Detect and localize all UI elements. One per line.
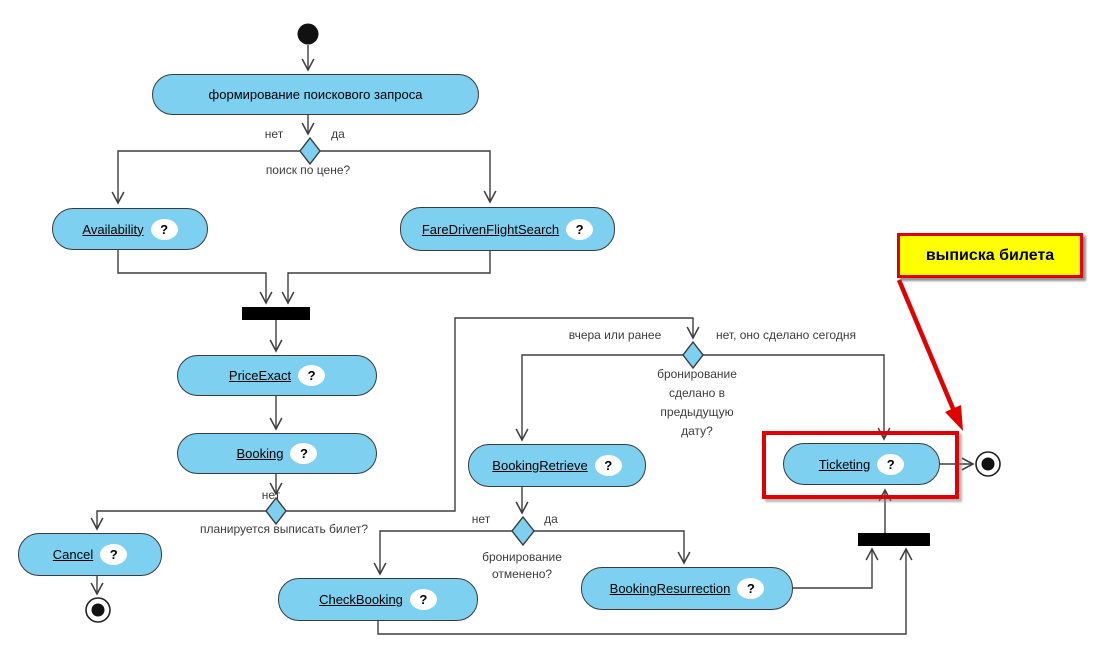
final-node-ticketing[interactable]	[975, 451, 1001, 477]
join-bar-search[interactable]	[242, 307, 310, 320]
decision-booking-date[interactable]	[682, 340, 704, 370]
question-booking-date-line3: предыдущую	[660, 405, 734, 419]
activity-priceexact-link[interactable]: PriceExact	[228, 368, 292, 383]
edge-yes-to-resurrection	[534, 530, 684, 563]
edge-no-to-availability	[118, 150, 300, 203]
edge-resurrection-to-join2	[793, 549, 872, 589]
activity-availability[interactable]: Availability ?	[52, 208, 208, 250]
activity-bookingretrieve-link[interactable]: BookingRetrieve	[492, 458, 588, 473]
activity-priceexact[interactable]: PriceExact ?	[177, 355, 377, 396]
activity-ticketing-link[interactable]: Ticketing	[818, 456, 871, 472]
edge-earlier-to-bookingretrieve	[522, 354, 683, 440]
join-bar-ticketing[interactable]	[858, 533, 930, 546]
start-node[interactable]	[297, 23, 319, 45]
activity-checkbooking[interactable]: CheckBooking ?	[278, 578, 478, 621]
edge-no-to-cancel	[97, 510, 266, 529]
question-booking-date-line2: сделано в	[669, 386, 725, 400]
bookingresurrection-help-badge[interactable]: ?	[737, 578, 765, 599]
activity-form-query[interactable]: формирование поискового запроса	[152, 74, 479, 115]
decision-plan-ticket[interactable]	[265, 496, 287, 526]
question-booking-date-line4: дату?	[681, 424, 713, 438]
priceexact-help-badge[interactable]: ?	[298, 365, 326, 386]
bookingretrieve-help-badge[interactable]: ?	[594, 455, 622, 476]
activity-bookingresurrection-link[interactable]: BookingResurrection	[609, 581, 731, 596]
edge-faredriven-to-join	[288, 250, 491, 303]
guard-made-today: нет, оно сделано сегодня	[716, 328, 856, 342]
activity-booking[interactable]: Booking ?	[177, 433, 377, 474]
annotation-note: выписка билета	[897, 233, 1083, 278]
guard-yes-booking-cancelled: да	[544, 512, 558, 526]
activity-availability-link[interactable]: Availability	[82, 221, 144, 237]
activity-bookingresurrection[interactable]: BookingResurrection ?	[581, 567, 793, 610]
cancel-help-badge[interactable]: ?	[100, 544, 128, 565]
ticketing-help-badge[interactable]: ?	[877, 453, 905, 475]
activity-checkbooking-link[interactable]: CheckBooking	[319, 592, 403, 607]
checkbooking-help-badge[interactable]: ?	[409, 589, 437, 610]
question-booking-date-line1: бронирование	[657, 367, 737, 381]
guard-yesterday-or-earlier: вчера или ранее	[568, 328, 662, 342]
question-plan-ticket: планируется выписать билет?	[199, 522, 369, 536]
activity-bookingretrieve[interactable]: BookingRetrieve ?	[468, 444, 646, 487]
edge-today-to-ticketing	[703, 354, 884, 439]
faredrivenflightsearch-help-badge[interactable]: ?	[566, 218, 594, 240]
availability-help-badge[interactable]: ?	[150, 218, 178, 240]
activity-booking-link[interactable]: Booking	[236, 446, 284, 461]
guard-yes-price-search: да	[331, 127, 345, 141]
edge-yes-to-faredriven	[320, 150, 490, 202]
decision-booking-cancelled[interactable]	[511, 515, 535, 547]
edge-checkbooking-to-join2	[377, 549, 906, 635]
guard-no-plan-ticket: нет	[261, 488, 281, 502]
edge-yes-to-date-decision	[286, 317, 693, 512]
activity-cancel[interactable]: Cancel ?	[18, 533, 162, 576]
booking-help-badge[interactable]: ?	[290, 443, 318, 464]
guard-no-price-search: нет	[264, 127, 284, 141]
guard-no-booking-cancelled: нет	[471, 512, 491, 526]
edge-availability-to-join	[117, 250, 266, 303]
activity-faredrivenflightsearch-link[interactable]: FareDrivenFlightSearch	[421, 221, 560, 237]
final-node-cancel[interactable]	[85, 597, 111, 623]
activity-faredrivenflightsearch[interactable]: FareDrivenFlightSearch ?	[400, 207, 615, 251]
question-booking-cancelled-line2: отменено?	[491, 567, 553, 581]
activity-ticketing[interactable]: Ticketing ?	[783, 443, 940, 485]
question-booking-cancelled: бронирование отменено?	[452, 549, 592, 583]
ticketing-highlight-rectangle	[762, 431, 959, 499]
annotation-arrow	[896, 279, 963, 431]
question-price-search: поиск по цене?	[265, 163, 351, 177]
activity-form-query-label: формирование поискового запроса	[208, 87, 423, 102]
edge-no-to-checkbooking	[380, 530, 512, 574]
decision-price-search[interactable]	[299, 136, 321, 166]
question-booking-cancelled-line1: бронирование	[482, 550, 562, 564]
question-booking-date: бронирование сделано в предыдущую дату?	[632, 365, 762, 441]
activity-cancel-link[interactable]: Cancel	[52, 547, 94, 562]
annotation-note-label: выписка билета	[925, 246, 1055, 264]
